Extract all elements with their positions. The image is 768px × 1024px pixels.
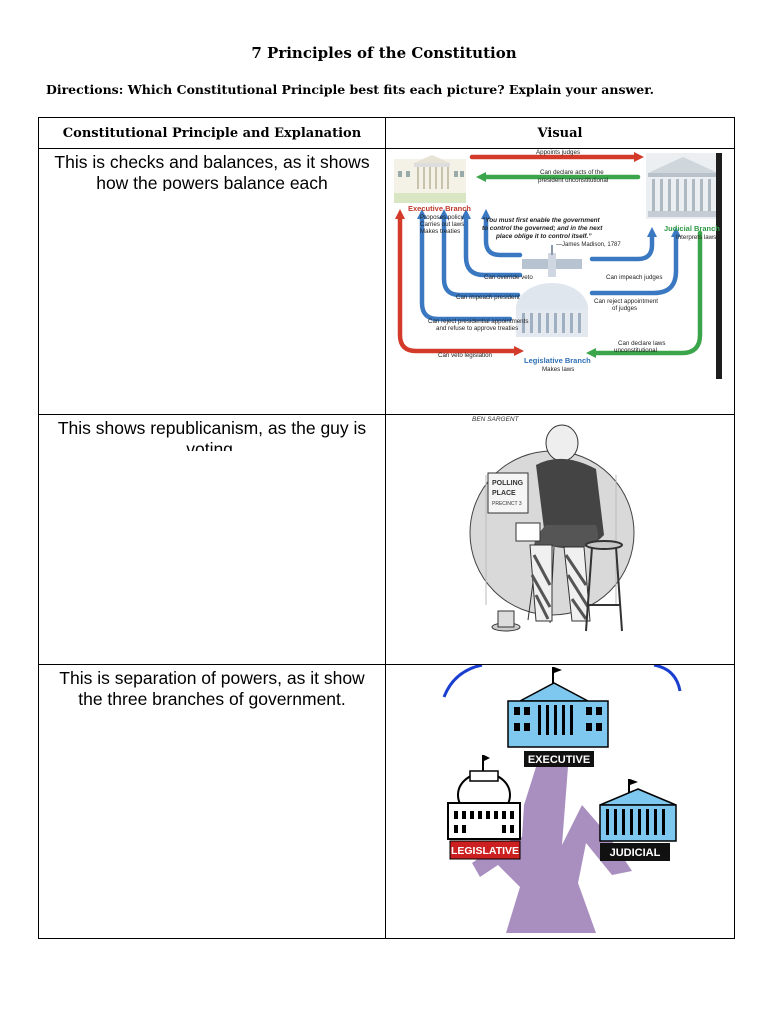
appoints-label: Appoints judges xyxy=(536,149,580,156)
executive-branch-title: Executive Branch xyxy=(408,204,471,213)
voter-figure xyxy=(515,424,604,624)
judicial-branch-title: Judicial Branch xyxy=(664,224,720,233)
branches-tree: EXECUTIVE LEGISLATIVE xyxy=(442,665,682,933)
veto-label: Can veto legislation xyxy=(438,352,493,359)
directions-text: Directions: Which Constitutional Princip… xyxy=(46,82,655,97)
header-visual: Visual xyxy=(385,117,735,149)
top-hat-icon xyxy=(491,610,521,632)
polling-place-sign: POLLING PLACE PRECINCT 3 xyxy=(487,472,529,514)
explanation-cell[interactable]: This shows republicanism, as the guy is … xyxy=(38,414,386,665)
white-house-icon xyxy=(394,155,466,203)
executive-label: EXECUTIVE xyxy=(528,754,590,766)
visual-cell: BEN SARGENT POLLING PLACE PRECINCT 3 xyxy=(385,414,735,665)
table-row: This is checks and balances, as it shows… xyxy=(38,148,735,415)
leg-role-1: Makes laws xyxy=(542,366,574,373)
madison-quote-2: to control the governed; and in the next xyxy=(482,225,603,232)
reject-appointments-label: Can reject presidential appointments xyxy=(428,318,528,325)
impeach-president-label: Can impeach president xyxy=(456,294,520,301)
visual-cell: Appoints judges Can declare acts of the … xyxy=(385,148,735,415)
reject-appointments-label-2: and refuse to approve treaties xyxy=(436,325,518,332)
madison-attribution: —James Madison, 1787 xyxy=(556,242,621,248)
checks-balances-diagram: Appoints judges Can declare acts of the … xyxy=(394,149,722,379)
principles-table: Constitutional Principle and Explanation… xyxy=(38,117,735,939)
exec-role-3: Makes treaties xyxy=(420,228,460,235)
explanation-text: This shows republicanism, as the guy is … xyxy=(57,418,367,451)
explanation-cell[interactable]: This is checks and balances, as it shows… xyxy=(38,148,386,415)
judicial-building-icon: JUDICIAL xyxy=(599,779,677,861)
sign-line-3: PRECINCT 3 xyxy=(492,501,522,507)
judicial-label: JUDICIAL xyxy=(610,847,661,859)
supreme-court-icon xyxy=(646,153,722,379)
legislative-branch-title: Legislative Branch xyxy=(524,356,591,365)
voter-cartoon: BEN SARGENT POLLING PLACE PRECINCT 3 xyxy=(469,416,635,632)
impeach-judges-label: Can impeach judges xyxy=(606,274,662,281)
arrows xyxy=(395,152,703,358)
declare-acts-label-2: president unconstitutional xyxy=(538,177,608,184)
legislative-label: LEGISLATIVE xyxy=(451,845,519,857)
stool xyxy=(585,540,623,632)
reject-appointment-label: Can reject appointment xyxy=(594,298,658,305)
executive-building-icon: EXECUTIVE xyxy=(507,667,609,767)
exec-role-2: Carries out laws xyxy=(420,221,464,228)
capitol-icon xyxy=(516,245,588,337)
explanation-text: This is checks and balances, as it shows… xyxy=(54,152,370,191)
exec-role-1: Proposes policy xyxy=(420,214,465,221)
legislative-building-icon: LEGISLATIVE xyxy=(447,755,521,860)
declare-acts-label: Can declare acts of the xyxy=(540,169,604,176)
tree-trunk xyxy=(472,767,632,933)
madison-quote-1: “You must first enable the government xyxy=(482,217,601,224)
diagram-labels: Appoints judges Can declare acts of the … xyxy=(408,149,720,374)
explanation-text: This is separation of powers, as it show… xyxy=(59,668,365,709)
table-row: This shows republicanism, as the guy is … xyxy=(38,414,735,665)
page-title: 7 Principles of the Constitution xyxy=(251,44,517,62)
header-principle: Constitutional Principle and Explanation xyxy=(38,117,386,149)
reject-appointment-label-2: of judges xyxy=(612,305,637,312)
sign-line-1: POLLING xyxy=(492,480,524,487)
jud-role-1: Interprets laws xyxy=(676,234,716,241)
visual-cell: EXECUTIVE LEGISLATIVE xyxy=(385,664,735,939)
table-row: This is separation of powers, as it show… xyxy=(38,664,735,939)
madison-quote-3: place oblige it to control itself.” xyxy=(495,233,592,240)
override-veto-label: Can override veto xyxy=(484,274,533,281)
declare-laws-label-2: unconstitutional xyxy=(614,347,657,354)
cartoonist-signature: BEN SARGENT xyxy=(472,416,520,423)
explanation-cell[interactable]: This is separation of powers, as it show… xyxy=(38,664,386,939)
declare-laws-label: Can declare laws xyxy=(618,340,665,347)
sign-line-2: PLACE xyxy=(492,490,516,497)
